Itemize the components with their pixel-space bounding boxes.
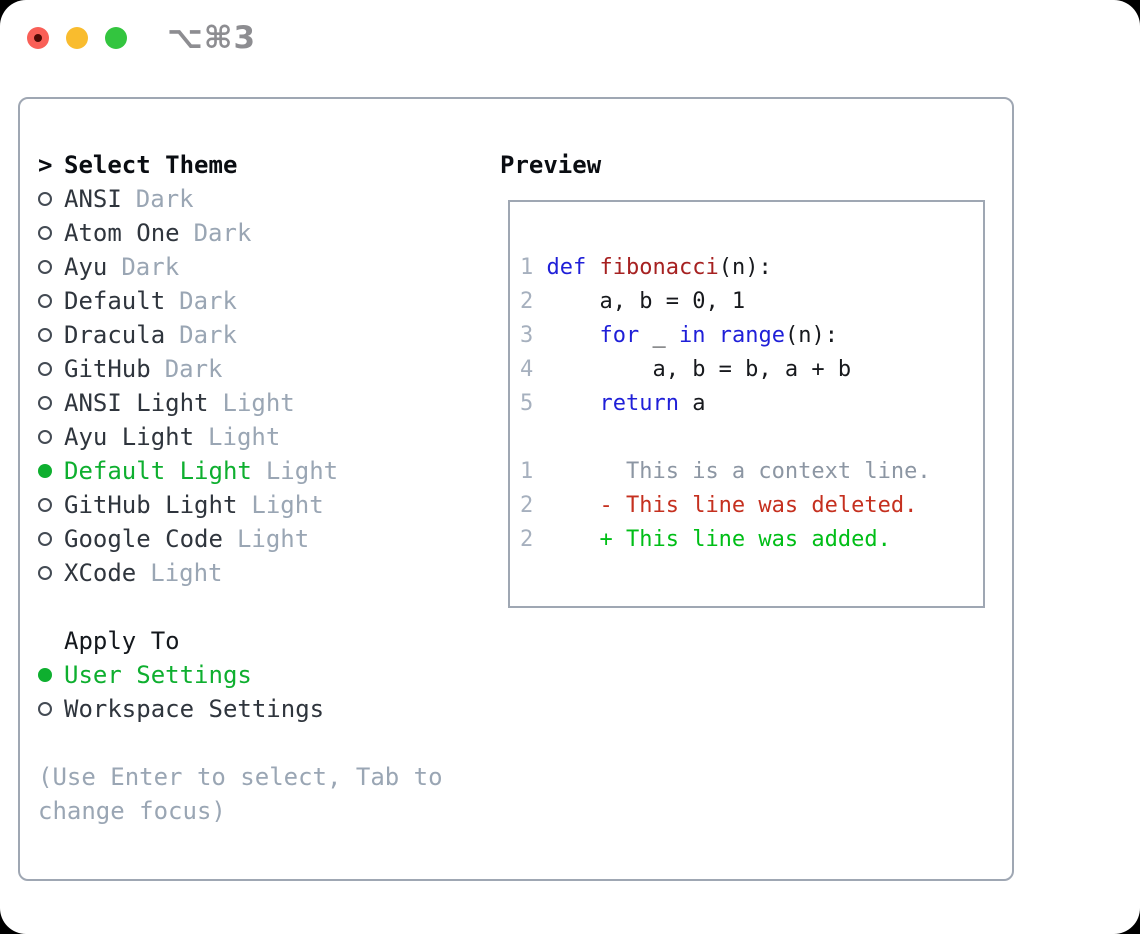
code-line: 2 + This line was added.	[520, 527, 891, 552]
theme-option[interactable]: GitHub Light Light	[38, 488, 478, 522]
option-label: Default Light	[64, 457, 252, 485]
theme-option[interactable]: ANSI Light Light	[38, 386, 478, 420]
select-theme-header: > Select Theme	[38, 148, 478, 182]
theme-option[interactable]: Atom One Dark	[38, 216, 478, 250]
apply-to-header: Apply To	[38, 624, 478, 658]
radio-selected-icon	[38, 464, 64, 478]
theme-option[interactable]: ANSI Dark	[38, 182, 478, 216]
option-label: Dracula	[64, 321, 166, 349]
radio-icon	[38, 192, 64, 206]
variant-tag: Light	[236, 525, 310, 553]
radio-icon	[38, 260, 64, 274]
option-label: Ayu	[64, 253, 108, 281]
minimize-button[interactable]	[66, 27, 88, 49]
theme-option[interactable]: GitHub Dark	[38, 352, 478, 386]
hint-text: (Use Enter to select, Tab to change focu…	[38, 763, 443, 825]
apply-to-option[interactable]: User Settings	[38, 658, 478, 692]
preview-box: 1 def fibonacci(n): 2 a, b = 0, 1 3 for _ …	[508, 200, 985, 608]
code-line: 5 return a	[520, 391, 706, 416]
theme-option[interactable]: Dracula Dark	[38, 318, 478, 352]
variant-tag: Light	[265, 457, 339, 485]
theme-option[interactable]: Default Light Light	[38, 454, 478, 488]
variant-tag: Dark	[135, 185, 194, 213]
variant-tag: Light	[208, 423, 281, 451]
close-dot-icon	[34, 34, 42, 42]
apply-to-option[interactable]: Workspace Settings	[38, 692, 478, 726]
code-line: 4 a, b = b, a + b	[520, 357, 852, 382]
theme-option[interactable]: Google Code Light	[38, 522, 478, 556]
radio-icon	[38, 566, 64, 580]
radio-icon	[38, 498, 64, 512]
theme-option[interactable]: XCode Light	[38, 556, 478, 590]
option-label: User Settings	[64, 661, 252, 689]
preview-title: Preview	[500, 151, 602, 179]
window-title: ⌥⌘3	[167, 20, 257, 56]
variant-tag: Light	[150, 559, 223, 587]
option-label: Google Code	[64, 525, 223, 553]
radio-icon	[38, 532, 64, 546]
theme-option[interactable]: Ayu Dark	[38, 250, 478, 284]
maximize-button[interactable]	[105, 27, 127, 49]
option-label: XCode	[64, 559, 137, 587]
code-line	[520, 421, 983, 455]
option-label: Ayu Light	[64, 423, 195, 451]
variant-tag: Dark	[193, 219, 252, 247]
radio-icon	[38, 430, 64, 444]
theme-option[interactable]: Ayu Light Light	[38, 420, 478, 454]
radio-icon	[38, 362, 64, 376]
option-label: Atom One	[64, 219, 180, 247]
code-line: 2 a, b = 0, 1	[520, 289, 746, 314]
code-line: 2 - This line was deleted.	[520, 493, 918, 518]
traffic-lights	[27, 27, 127, 49]
variant-tag: Light	[251, 491, 324, 519]
select-theme-title: Select Theme	[64, 151, 238, 179]
radio-icon	[38, 396, 64, 410]
radio-icon	[38, 294, 64, 308]
variant-tag: Dark	[164, 355, 223, 383]
code-line: 3 for _ in range(n):	[520, 323, 838, 348]
option-label: GitHub	[64, 355, 151, 383]
variant-tag: Light	[222, 389, 295, 417]
radio-icon	[38, 328, 64, 342]
option-label: Workspace Settings	[64, 695, 325, 723]
close-button[interactable]	[27, 27, 49, 49]
radio-selected-icon	[38, 668, 64, 682]
radio-icon	[38, 702, 64, 716]
prompt-icon: >	[38, 151, 53, 179]
apply-to-title: Apply To	[64, 627, 180, 655]
variant-tag: Dark	[121, 253, 180, 281]
option-label: ANSI	[64, 185, 122, 213]
radio-icon	[38, 226, 64, 240]
option-label: ANSI Light	[64, 389, 209, 417]
preview-code: 1 def fibonacci(n): 2 a, b = 0, 1 3 for _ …	[510, 202, 983, 557]
theme-option[interactable]: Default Dark	[38, 284, 478, 318]
code-line: 1 This is a context line.	[520, 459, 931, 484]
option-label: GitHub Light	[64, 491, 238, 519]
variant-tag: Dark	[179, 287, 237, 315]
option-label: Default	[64, 287, 166, 315]
code-line: 1 def fibonacci(n):	[520, 255, 772, 280]
variant-tag: Dark	[179, 321, 237, 349]
